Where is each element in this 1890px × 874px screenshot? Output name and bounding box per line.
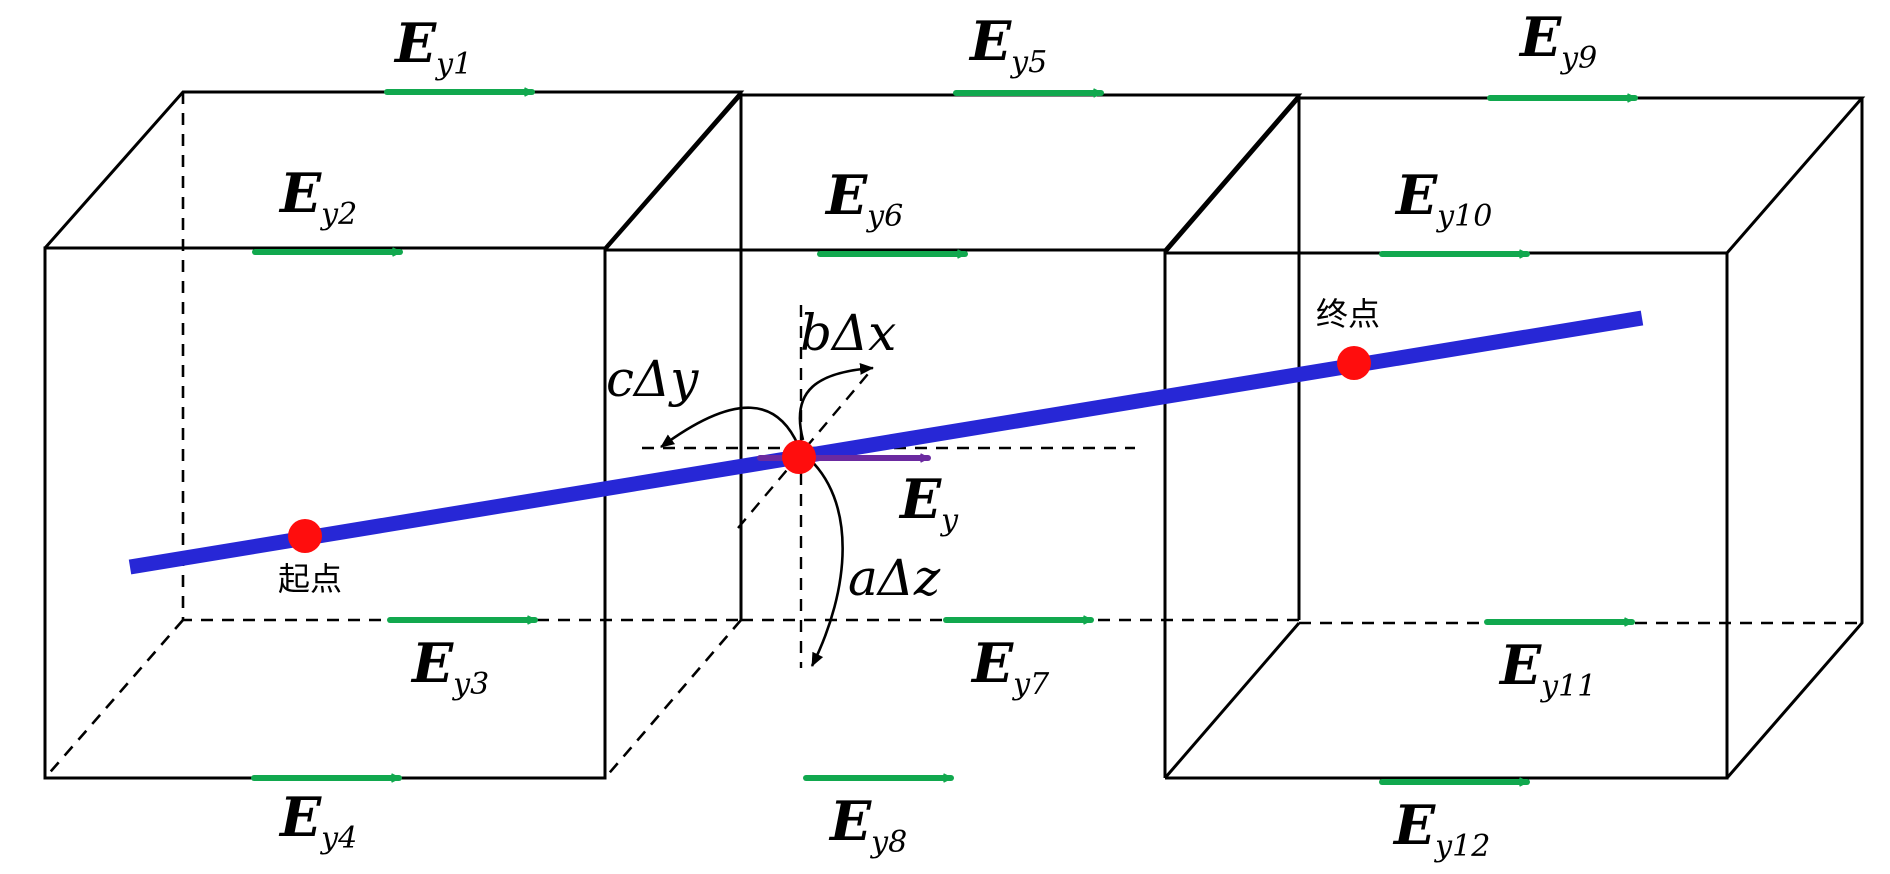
dimension-label-y: cΔy [606, 350, 699, 408]
center-field-label: Ey [898, 467, 959, 538]
dimension-arrows [660, 362, 874, 667]
field-label-5: Ey5 [968, 9, 1047, 80]
cell-1 [43, 90, 745, 780]
field-labels: Ey1 Ey2 Ey3 Ey4 Ey5 Ey6 Ey7 Ey8 Ey9 Ey10… [278, 5, 1597, 864]
field-label-10: Ey10 [1394, 163, 1492, 234]
field-label-2: Ey2 [278, 161, 357, 232]
field-label-8: Ey8 [828, 789, 907, 860]
field-label-11: Ey11 [1498, 633, 1596, 704]
field-label-1: Ey1 [393, 11, 472, 82]
field-arrows [251, 92, 1638, 782]
field-label-12: Ey12 [1392, 793, 1490, 864]
start-point [288, 519, 322, 553]
cell-2 [603, 93, 1303, 779]
field-label-4: Ey4 [278, 785, 357, 856]
field-label-7: Ey7 [970, 631, 1050, 702]
center-point [782, 440, 816, 474]
end-point-label: 终点 [1316, 295, 1380, 333]
field-label-9: Ey9 [1518, 5, 1597, 76]
end-point [1337, 346, 1371, 380]
field-label-3: Ey3 [410, 631, 489, 702]
integration-path [128, 310, 1644, 575]
field-label-6: Ey6 [824, 163, 903, 234]
local-axes [642, 305, 1135, 668]
dimension-label-z: aΔz [848, 549, 941, 607]
start-point-label: 起点 [278, 560, 342, 598]
dimension-label-x: bΔx [800, 304, 896, 362]
